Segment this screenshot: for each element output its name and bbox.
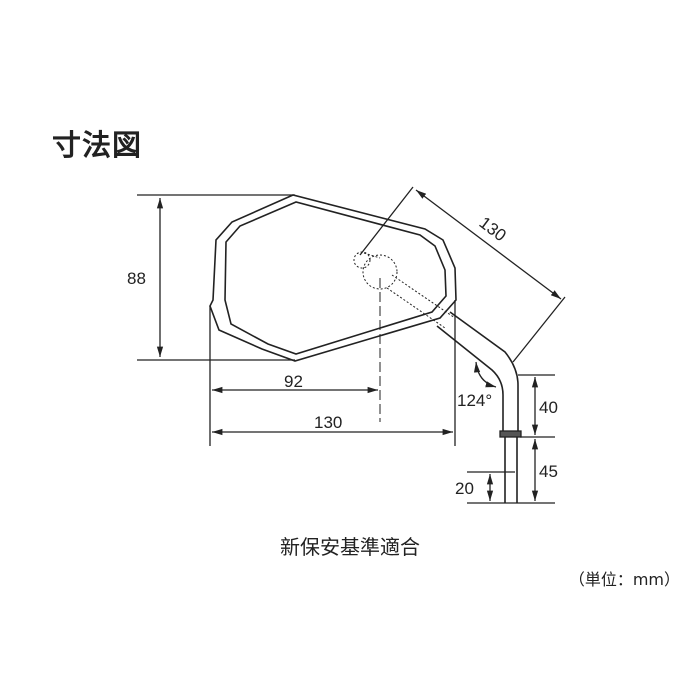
dim-height-label: 88 (127, 269, 146, 288)
dim-pivot-offset-label: 92 (284, 372, 303, 391)
dim-width-label: 130 (314, 413, 342, 432)
dim-diagonal-label: 130 (476, 213, 510, 245)
dim-thread-label: 20 (455, 479, 474, 498)
mirror-outer-outline (209, 194, 457, 362)
mirror-inner-outline (224, 201, 447, 355)
unit-note: （単位：mm） (568, 570, 680, 589)
page-title: 寸法図 (52, 128, 143, 162)
dim-upper-stem-label: 40 (539, 398, 558, 417)
stem (504, 437, 518, 503)
stem-collar (499, 430, 522, 438)
dim-angle-label: 124° (457, 391, 492, 410)
dim-lower-stem-label: 45 (539, 462, 558, 481)
compliance-caption: 新保安基準適合 (280, 535, 420, 559)
